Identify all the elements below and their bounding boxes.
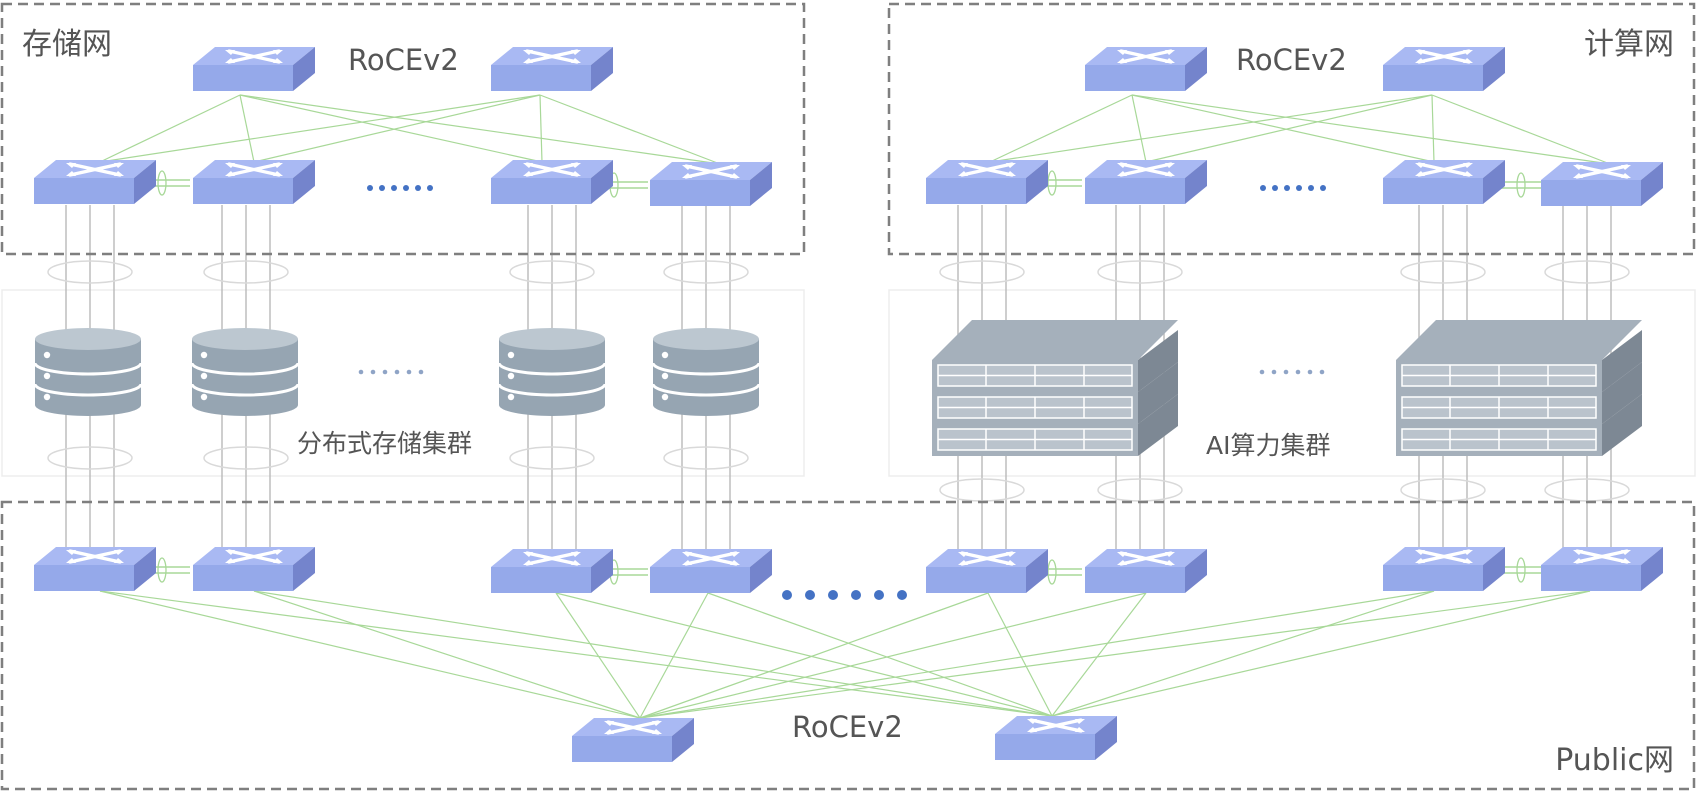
public-leaf-lag-4 — [1500, 557, 1542, 583]
storage-leaf-switch-4 — [648, 160, 774, 208]
storage-spine-leaf-mesh — [99, 94, 721, 165]
public-leaf-switch-7 — [1381, 545, 1507, 593]
storage-leaf-switch-3 — [489, 158, 615, 206]
compute-leaf-switch-4 — [1539, 160, 1665, 208]
public-network-zone — [0, 500, 1696, 791]
public-spine-switch-1 — [570, 716, 696, 764]
storage-spine-protocol-label: RoCEv2 — [348, 43, 459, 77]
storage-leaf-switch-2 — [191, 158, 317, 206]
storage-node-3 — [497, 326, 607, 418]
uplink-group — [99, 94, 1611, 719]
storage-spine-switch-2 — [489, 45, 615, 93]
public-spine-switch-2 — [993, 714, 1119, 762]
compute-leaf-lag-2 — [1500, 172, 1542, 198]
storage-network-label: 存储网 — [22, 27, 112, 62]
compute-network-label: 计算网 — [1584, 27, 1674, 62]
public-leaf-switch-2 — [191, 545, 317, 593]
public-leaf-switch-5 — [924, 547, 1050, 595]
compute-spine-leaf-mesh — [989, 94, 1611, 165]
storage-spine-switch-1 — [191, 45, 317, 93]
device-group — [32, 45, 1665, 764]
compute-server-stack-1 — [932, 320, 1178, 456]
compute-leaf-switch-1 — [924, 158, 1050, 206]
compute-leaf-switch-3 — [1381, 158, 1507, 206]
public-leaf-switch-6 — [1083, 547, 1209, 595]
public-network-label: Public网 — [1555, 743, 1674, 778]
compute-server-stack-2 — [1396, 320, 1642, 456]
compute-spine-switch-1 — [1083, 45, 1209, 93]
storage-leaf-switch-1 — [32, 158, 158, 206]
public-spine-leaf-mesh — [99, 590, 1591, 719]
public-spine-protocol-label: RoCEv2 — [792, 710, 903, 744]
storage-node-2 — [190, 326, 300, 418]
public-switch-ellipsis-icon — [782, 590, 907, 600]
compute-leaf-switch-2 — [1083, 158, 1209, 206]
storage-node-4 — [651, 326, 761, 418]
compute-spine-protocol-label: RoCEv2 — [1236, 43, 1347, 77]
compute-switch-ellipsis-icon — [1260, 185, 1326, 191]
compute-spine-switch-2 — [1381, 45, 1507, 93]
storage-network-zone — [0, 2, 806, 256]
compute-cluster-label: AI算力集群 — [1206, 431, 1330, 460]
compute-network-zone — [887, 2, 1696, 256]
storage-node-1 — [33, 326, 143, 418]
storage-cluster-label: 分布式存储集群 — [297, 429, 472, 458]
storage-switch-ellipsis-icon — [367, 185, 433, 191]
public-leaf-switch-8 — [1539, 545, 1665, 593]
public-leaf-switch-1 — [32, 545, 158, 593]
public-leaf-switch-3 — [489, 547, 615, 595]
public-leaf-switch-4 — [648, 547, 774, 595]
